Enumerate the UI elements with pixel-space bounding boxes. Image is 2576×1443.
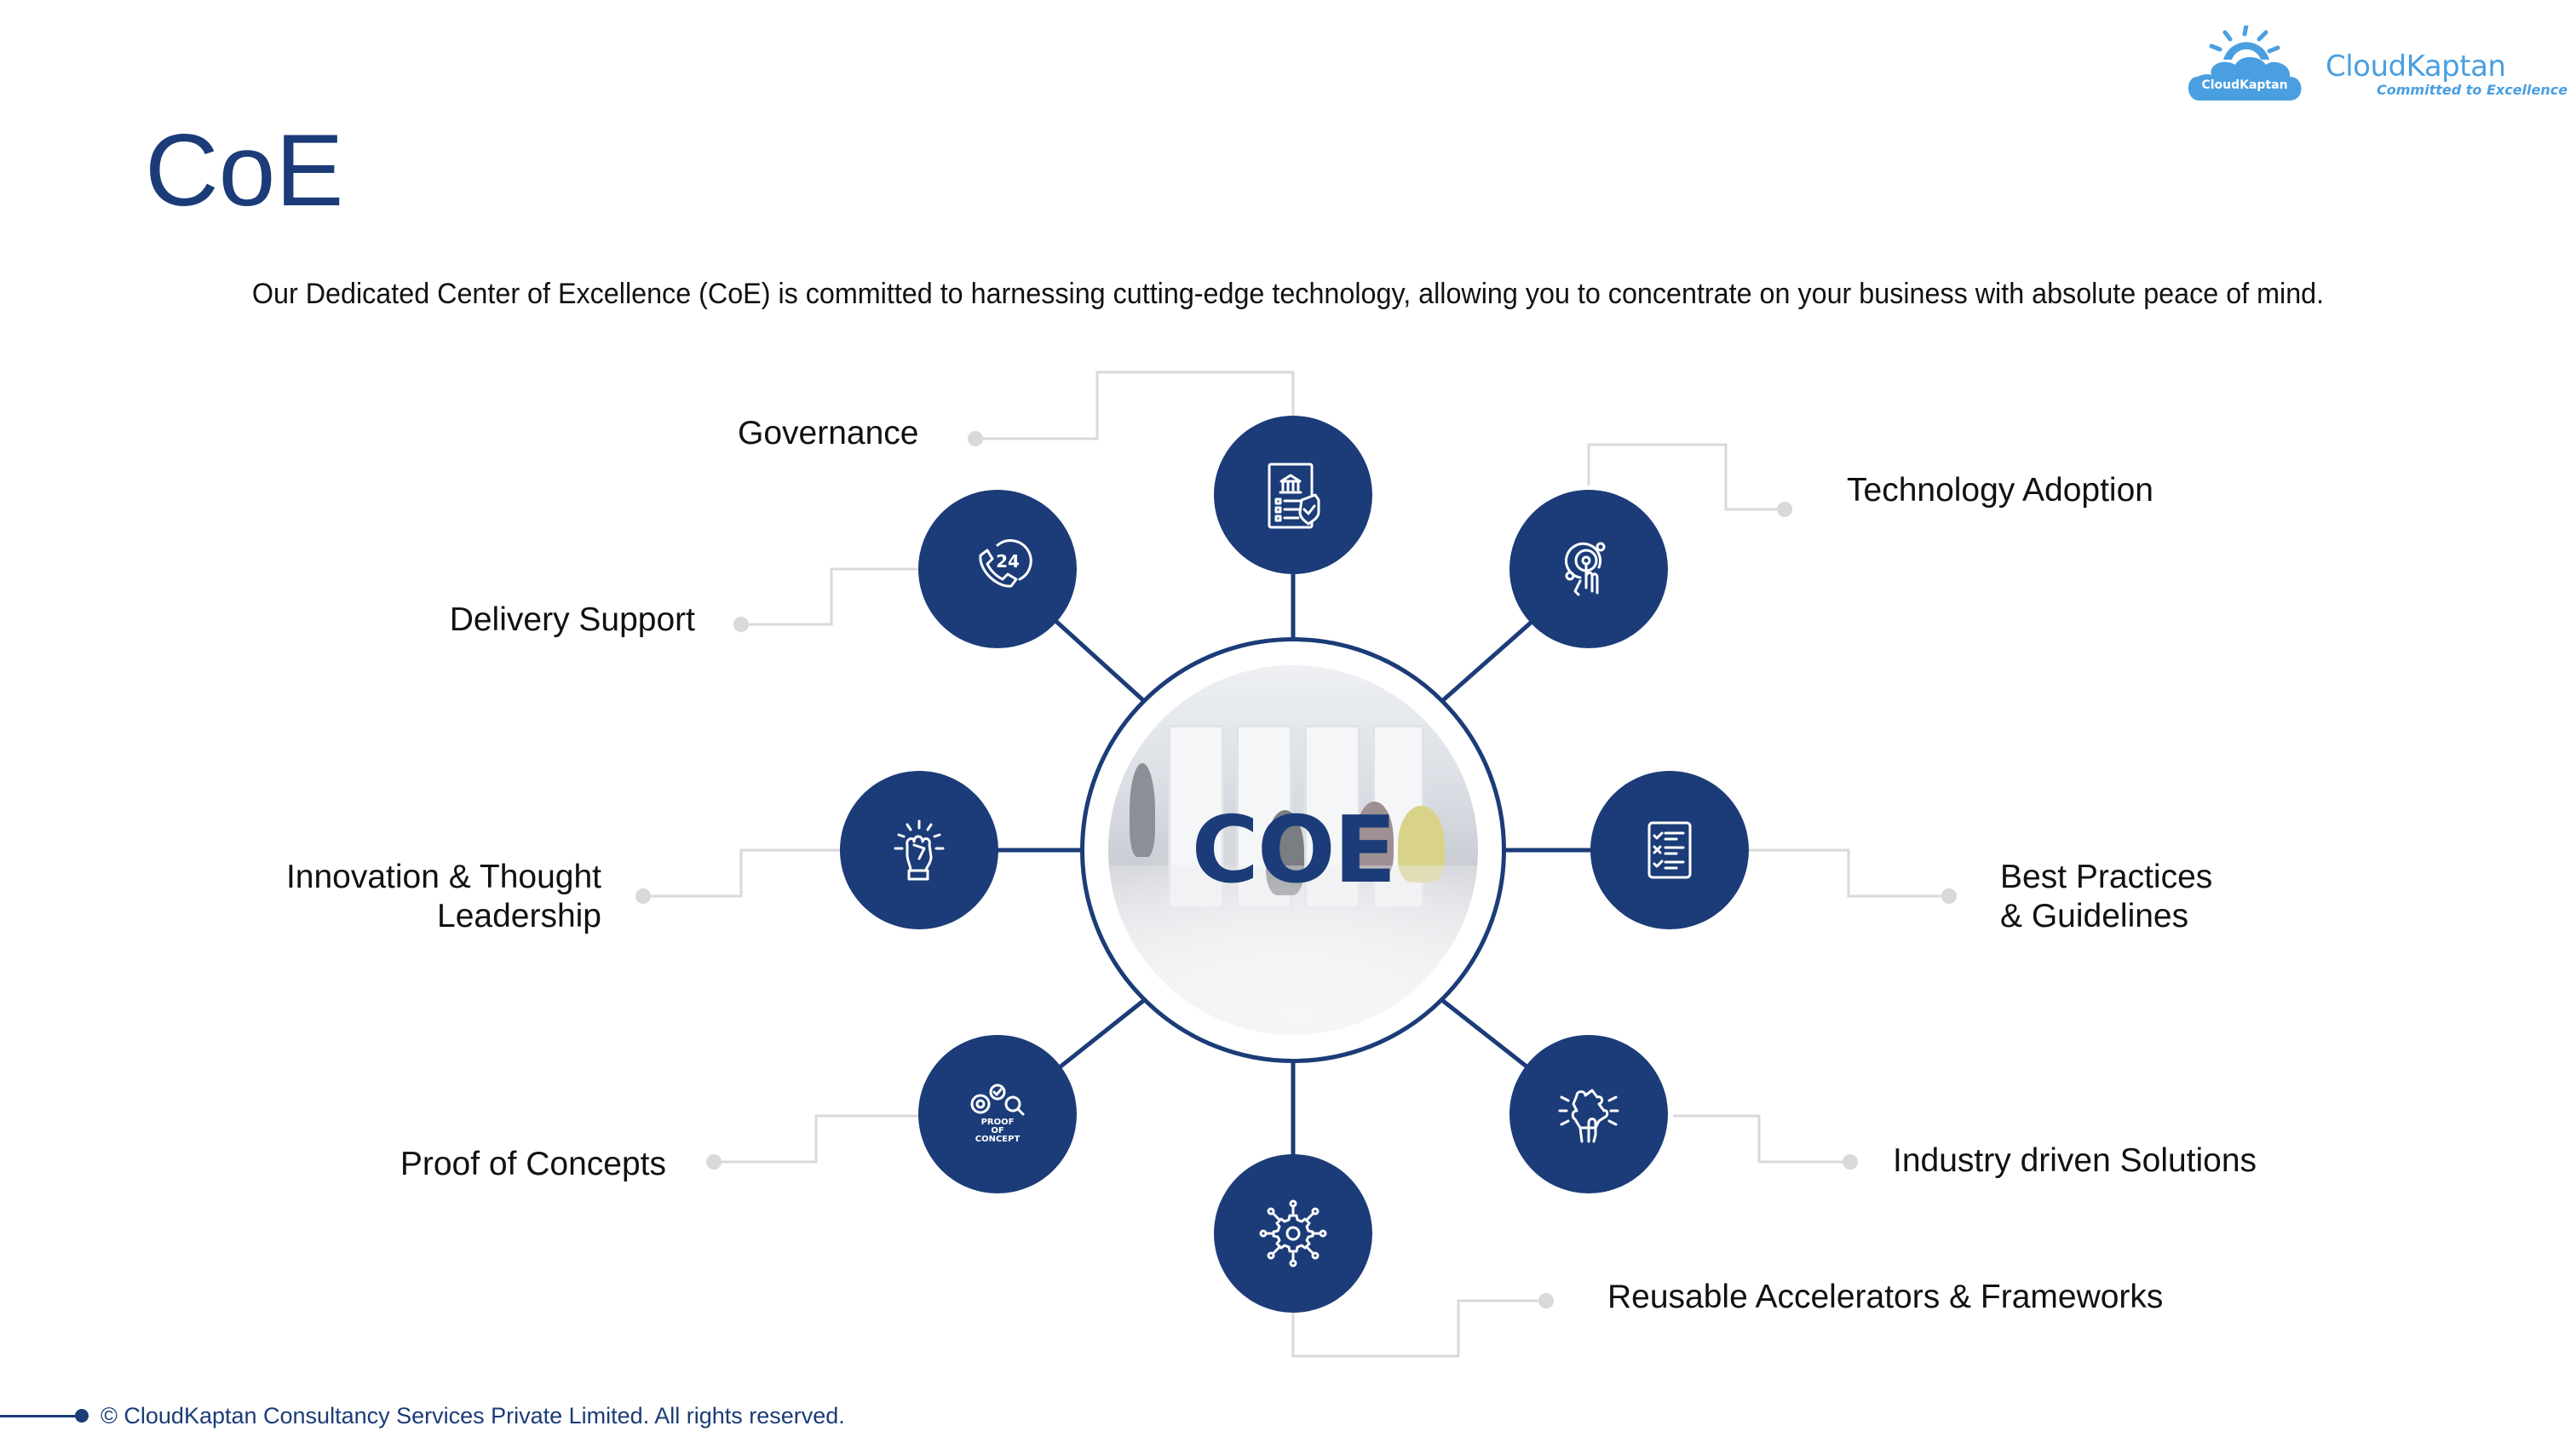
page-title: CoE [145, 113, 344, 227]
governance-document-shield-icon [1268, 463, 1320, 529]
label-reusable-accelerators: Reusable Accelerators & Frameworks [1607, 1279, 2164, 1315]
touch-tap-icon [1565, 542, 1606, 596]
svg-text:24: 24 [996, 551, 1020, 572]
label-proof-of-concepts: Proof of Concepts [400, 1146, 666, 1182]
svg-text:CONCEPT: CONCEPT [975, 1135, 1021, 1144]
label-line: & Guidelines [2000, 898, 2189, 934]
checklist-icon [1647, 821, 1692, 879]
svg-text:PROOF: PROOF [981, 1118, 1015, 1127]
copyright-text: © CloudKaptan Consultancy Services Priva… [101, 1402, 845, 1429]
node-innovation[interactable] [840, 771, 998, 929]
svg-text:CloudKaptan: CloudKaptan [2201, 78, 2287, 92]
logo-wordmark: CloudKaptan [2326, 49, 2506, 83]
node-best-practices[interactable] [1590, 771, 1749, 929]
node-proof-of-concepts[interactable]: PROOF OF CONCEPT [918, 1035, 1077, 1193]
page-subtitle: Our Dedicated Center of Excellence (CoE)… [251, 278, 2325, 310]
node-reusable-accelerators[interactable] [1214, 1154, 1372, 1313]
node-technology-adoption[interactable] [1509, 490, 1668, 648]
label-line: Best Practices [2000, 859, 2213, 895]
footer-line [0, 1414, 78, 1417]
node-governance[interactable] [1214, 416, 1372, 574]
footer: © CloudKaptan Consultancy Services Priva… [0, 1402, 845, 1429]
label-governance: Governance [738, 415, 919, 451]
label-industry-solutions: Industry driven Solutions [1893, 1142, 2257, 1179]
office-photo: COE [1108, 665, 1478, 1035]
gear-network-icon [1259, 1199, 1327, 1268]
label-best-practices: Best Practices & Guidelines [2000, 858, 2212, 936]
label-innovation: Innovation & Thought Leadership [239, 858, 601, 936]
raised-fist-icon [894, 819, 945, 881]
puzzle-hand-icon [1558, 1089, 1619, 1143]
logo-tagline: Committed to Excellence [2377, 82, 2568, 98]
coe-hub: COE [1080, 637, 1506, 1063]
label-technology-adoption: Technology Adoption [1847, 472, 2153, 509]
footer-dot [75, 1409, 89, 1423]
svg-text:OF: OF [991, 1126, 1003, 1135]
cloud-logo-icon: CloudKaptan [2188, 26, 2302, 101]
label-line: Innovation & Thought [285, 859, 601, 895]
proof-of-concept-icon: PROOF OF CONCEPT [970, 1084, 1025, 1144]
node-delivery-support[interactable]: 24 [918, 490, 1077, 648]
company-logo: CloudKaptan CloudKaptan Committed to Exc… [2181, 26, 2573, 111]
node-industry-solutions[interactable] [1509, 1035, 1668, 1193]
label-delivery-support: Delivery Support [449, 601, 695, 638]
label-line: Leadership [437, 898, 601, 934]
phone-24-icon: 24 [979, 539, 1032, 588]
hub-label: COE [1191, 796, 1397, 904]
